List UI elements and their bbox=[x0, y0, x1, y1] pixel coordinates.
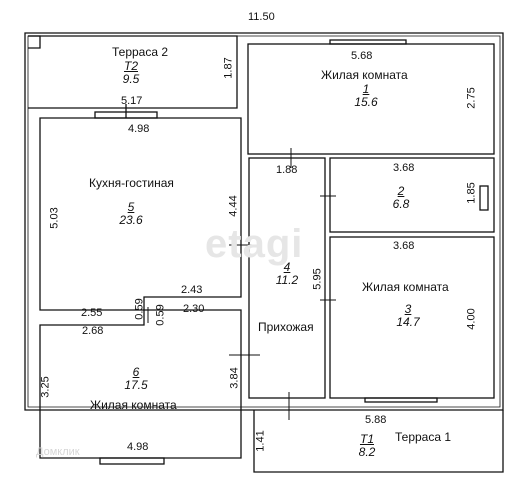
hall-walls bbox=[248, 157, 326, 399]
kitchen-left-dim: 5.03 bbox=[48, 207, 61, 229]
living6-area: 17.5 bbox=[124, 378, 148, 392]
living1-height-dim: 2.75 bbox=[465, 87, 478, 109]
door-ticks bbox=[147, 148, 336, 420]
room2-top-dim: 3.68 bbox=[393, 162, 415, 174]
step-243-dim: 2.43 bbox=[181, 284, 203, 296]
living6-name: Жилая комната bbox=[90, 398, 177, 412]
living3-window bbox=[364, 397, 438, 403]
kitchen-number: 5 bbox=[127, 200, 135, 214]
living6-window bbox=[99, 457, 165, 465]
living3-name: Жилая комната bbox=[362, 280, 449, 294]
outer-wall-inner bbox=[27, 35, 501, 408]
terrace2-number: Т2 bbox=[123, 59, 138, 73]
terrace1-height-dim: 1.41 bbox=[254, 430, 267, 452]
living1-window bbox=[329, 39, 407, 45]
terrace2-label: Т2 9.5 bbox=[116, 60, 146, 86]
hall-height-dim: 5.95 bbox=[311, 268, 324, 290]
living1-label: 1 15.6 bbox=[351, 83, 381, 109]
living3-label: 3 14.7 bbox=[393, 303, 423, 329]
hall-top-dim: 1.88 bbox=[276, 164, 298, 176]
living6-left-dim: 3.25 bbox=[39, 376, 52, 398]
logo-text: Домклик bbox=[36, 446, 80, 458]
kitchen-name: Кухня-гостиная bbox=[89, 176, 174, 190]
watermark: etagi bbox=[205, 222, 304, 266]
corner-mark bbox=[28, 35, 41, 49]
living3-area: 14.7 bbox=[396, 315, 420, 329]
living6-walls bbox=[39, 309, 242, 459]
terrace2-area: 9.5 bbox=[122, 72, 140, 86]
living6-number: 6 bbox=[132, 365, 140, 379]
top-517-dim: 5.17 bbox=[121, 95, 143, 107]
terrace1-area: 8.2 bbox=[358, 445, 376, 459]
room2-walls bbox=[329, 157, 495, 233]
room2-number: 2 bbox=[397, 184, 405, 198]
kitchen-label: 5 23.6 bbox=[116, 201, 146, 227]
living1-name: Жилая комната bbox=[321, 68, 408, 82]
terrace1-top-dim: 5.88 bbox=[365, 414, 387, 426]
hall-label: 4 11.2 bbox=[272, 261, 302, 287]
step-059b-dim: 0.59 bbox=[154, 304, 167, 326]
living3-top-dim: 3.68 bbox=[393, 240, 415, 252]
living6-label: 6 17.5 bbox=[121, 366, 151, 392]
terrace1-wall bbox=[253, 410, 504, 473]
hall-name: Прихожая bbox=[258, 320, 314, 334]
step-230-dim: 2.30 bbox=[183, 303, 205, 315]
living3-number: 3 bbox=[404, 302, 412, 316]
step-059a-dim: 0.59 bbox=[133, 298, 146, 320]
terrace1-name: Терраса 1 bbox=[395, 430, 452, 444]
step-268-dim: 2.68 bbox=[82, 325, 104, 337]
kitchen-right-dim: 4.44 bbox=[227, 195, 240, 217]
kitchen-walls bbox=[39, 117, 242, 311]
room2-window bbox=[479, 185, 489, 211]
terrace2-name: Терраса 2 bbox=[112, 45, 169, 59]
terrace2-wall bbox=[28, 35, 238, 109]
room2-area: 6.8 bbox=[392, 197, 410, 211]
terrace1-number: Т1 bbox=[359, 432, 374, 446]
living6-bottom-dim: 4.98 bbox=[127, 441, 149, 453]
terrace2-height-dim: 1.87 bbox=[222, 57, 235, 79]
living3-right-dim: 4.00 bbox=[465, 308, 478, 330]
living6-right-dim: 3.84 bbox=[228, 367, 241, 389]
kitchen-top-dim: 4.98 bbox=[128, 123, 150, 135]
living1-area: 15.6 bbox=[354, 95, 378, 109]
hall-area: 11.2 bbox=[275, 273, 299, 287]
step-255-dim: 2.55 bbox=[81, 307, 103, 319]
room2-label: 2 6.8 bbox=[386, 185, 416, 211]
kitchen-area: 23.6 bbox=[119, 213, 143, 227]
room2-height-dim: 1.85 bbox=[465, 182, 478, 204]
overall-width-dim: 11.50 bbox=[248, 11, 275, 23]
living1-number: 1 bbox=[362, 82, 370, 96]
hall-number: 4 bbox=[283, 260, 291, 274]
living1-top-dim: 5.68 bbox=[351, 50, 373, 62]
terrace1-label: Т1 8.2 bbox=[352, 433, 382, 459]
